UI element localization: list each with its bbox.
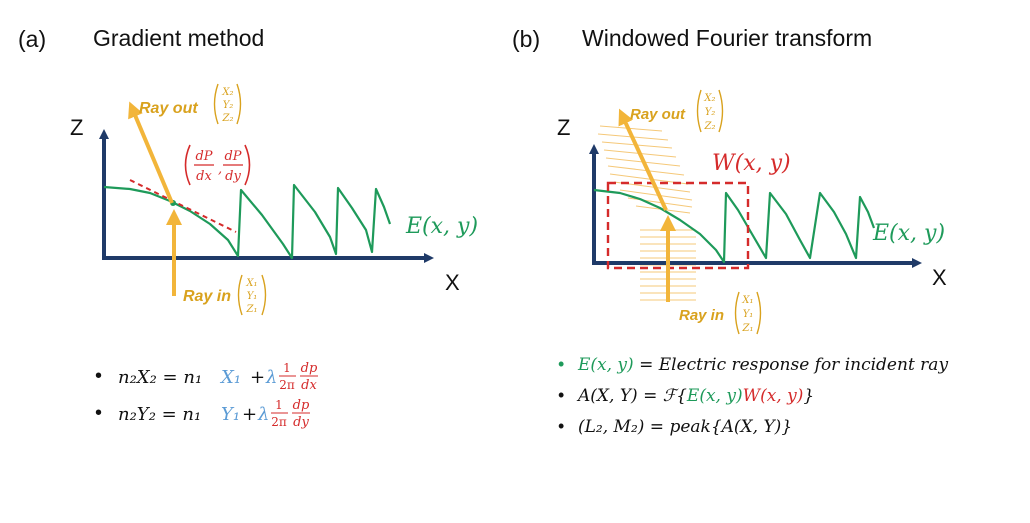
svg-text:•: • xyxy=(95,402,102,424)
panel-b-out-z2: Z₂ xyxy=(704,121,716,132)
window-box xyxy=(606,181,750,270)
eq1-frac-num: 1 xyxy=(283,361,291,375)
svg-text:•: • xyxy=(558,385,564,405)
bullet1-e: E(x, y) xyxy=(577,355,634,375)
panel-a-ray-out-label: Ray out xyxy=(139,100,198,117)
bullet1-text: = Electric response for incident ray xyxy=(634,355,949,375)
eq1-frac-den: 2π xyxy=(279,378,295,392)
panel-a-out-vector: X₂ Y₂ Z₂ xyxy=(213,83,242,125)
panel-a: (a) Gradient method Z X E(x, y) Ray out … xyxy=(18,25,478,430)
bullet3-text: (L₂, M₂) = peak{A(X, Y)} xyxy=(578,417,792,437)
eq2-frac-den: 2π xyxy=(271,415,287,429)
panel-b-in-y1: Y₁ xyxy=(743,309,754,320)
bullet2-e: E(x, y) xyxy=(686,386,743,406)
panel-b-title: Windowed Fourier transform xyxy=(582,25,872,51)
panel-a-x-label: X xyxy=(445,270,460,295)
svg-text:•: • xyxy=(95,365,102,387)
panel-a-gradient: dP dx , dP dy xyxy=(184,144,251,186)
eq2-lambda: λ xyxy=(257,404,269,425)
panel-b-ray-out-arrow xyxy=(618,108,668,211)
panel-b-ray-out-label: Ray out xyxy=(630,106,686,123)
bullet2-a: A(X, Y) = ℱ{ xyxy=(576,386,687,406)
eq2-d-den: dy xyxy=(293,415,309,430)
panel-a-e-curve xyxy=(103,183,392,260)
panel-b-out-y2: Y₂ xyxy=(705,107,716,118)
bullet2-close: } xyxy=(803,386,814,406)
eq2-frac-num: 1 xyxy=(275,398,283,412)
eq1-lambda: λ xyxy=(265,367,277,388)
panel-b-in-vector: X₁ Y₁ Z₁ xyxy=(734,291,762,335)
ray-out-hatch xyxy=(597,125,693,214)
window-label: W(x, y) xyxy=(712,151,791,176)
panel-a-ray-out-arrow xyxy=(128,101,174,204)
eq1-d-num: dp xyxy=(301,361,318,376)
panel-a-in-x1: X₁ xyxy=(245,278,257,289)
panel-b: (b) Windowed Fourier transform xyxy=(512,25,948,437)
panel-a-in-z1: Z₁ xyxy=(246,304,258,315)
panel-a-in-y1: Y₁ xyxy=(247,291,258,302)
eq2-var: Y₁ xyxy=(221,404,240,425)
svg-text:•: • xyxy=(558,354,564,374)
panel-b-bullet-2: • A(X, Y) = ℱ{E(x, y)W(x, y)} xyxy=(558,385,814,406)
panel-b-tag: (b) xyxy=(512,26,540,52)
gradient-comma: , xyxy=(218,162,222,177)
bullet2-w: W(x, y) xyxy=(743,386,804,406)
gradient-num1: dP xyxy=(195,149,212,164)
eq2-lhs: n₂Y₂ = n₁ xyxy=(118,404,201,425)
eq1-var: X₁ xyxy=(219,367,241,388)
panel-b-in-z1: Z₁ xyxy=(742,323,754,334)
gradient-den2: dy xyxy=(225,169,241,184)
eq2-plus: + xyxy=(242,404,257,425)
gradient-den1: dx xyxy=(196,169,212,184)
eq2-d-num: dp xyxy=(293,398,310,413)
panel-a-in-vector: X₁ Y₁ Z₁ xyxy=(237,274,267,316)
gradient-num2: dP xyxy=(224,149,241,164)
panel-b-out-x2: X₂ xyxy=(703,93,715,104)
panel-a-equation-2: • n₂Y₂ = n₁ Y₁ + λ 1 2π dp dy xyxy=(95,398,310,430)
panel-b-out-vector: X₂ Y₂ Z₂ xyxy=(696,89,724,133)
panel-a-out-z2: Z₂ xyxy=(222,113,234,124)
panel-a-out-y2: Y₂ xyxy=(223,100,234,111)
svg-text:A(X, Y) = ℱ{E(x, y)W(x, y)}: A(X, Y) = ℱ{E(x, y)W(x, y)} xyxy=(576,386,814,406)
panel-a-equation-1: • n₂X₂ = n₁ X₁ + λ 1 2π dp dx xyxy=(95,361,318,393)
svg-text:•: • xyxy=(558,416,564,436)
panel-b-in-x1: X₁ xyxy=(741,295,753,306)
panel-a-tangent-line xyxy=(129,179,237,233)
panel-b-curve-label: E(x, y) xyxy=(872,221,945,246)
eq1-lhs: n₂X₂ = n₁ xyxy=(118,367,202,388)
panel-b-bullet-3: • (L₂, M₂) = peak{A(X, Y)} xyxy=(558,416,792,437)
panel-b-bullet-1: • E(x, y) = Electric response for incide… xyxy=(558,354,948,375)
panel-b-e-curve xyxy=(593,188,876,264)
eq1-d-den: dx xyxy=(301,378,317,393)
panel-a-out-x2: X₂ xyxy=(221,87,233,98)
panel-a-ray-in-label: Ray in xyxy=(183,288,231,305)
panel-b-x-label: X xyxy=(932,265,947,290)
panel-b-ray-in-label: Ray in xyxy=(679,307,724,324)
panel-a-curve-label: E(x, y) xyxy=(405,214,478,239)
panel-b-z-label: Z xyxy=(557,115,570,140)
panel-a-title: Gradient method xyxy=(93,25,264,51)
svg-text:E(x, y) = Electric response fo: E(x, y) = Electric response for incident… xyxy=(577,355,948,375)
panel-a-z-label: Z xyxy=(70,115,83,140)
eq1-plus: + xyxy=(250,367,265,388)
panel-a-tag: (a) xyxy=(18,26,46,52)
